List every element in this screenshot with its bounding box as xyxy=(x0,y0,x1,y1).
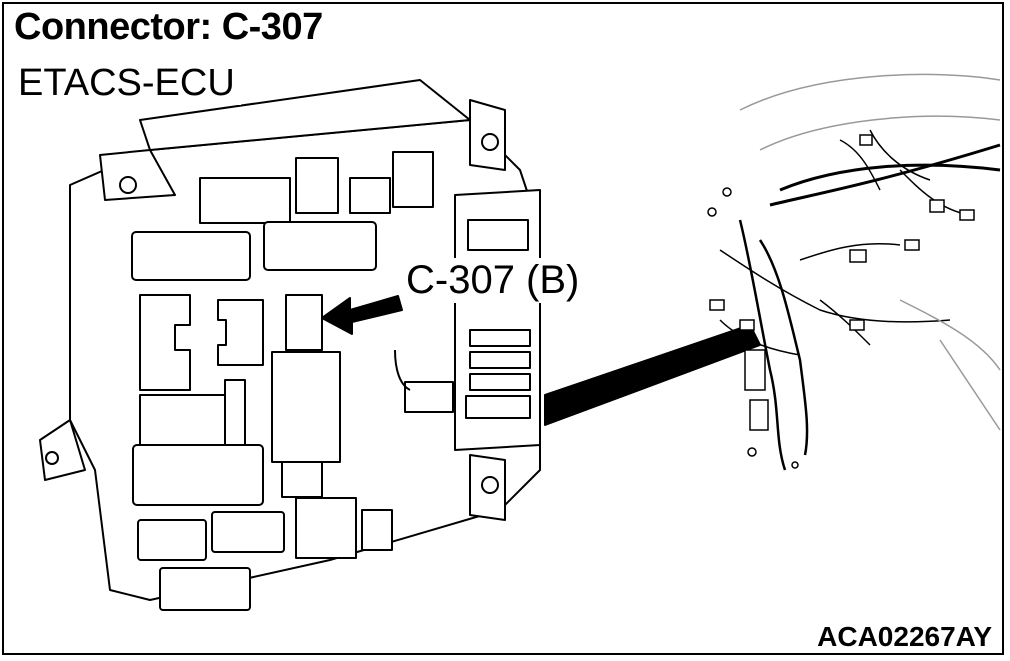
location-pointer xyxy=(544,324,761,426)
connector-callout-label: C-307 (B) xyxy=(402,258,584,303)
callout-arrow xyxy=(321,295,403,335)
component-name: ETACS-ECU xyxy=(18,62,241,105)
wiring-harness xyxy=(707,73,1001,471)
etacs-ecu-housing xyxy=(39,79,541,611)
page-title: Connector: C-307 xyxy=(14,6,323,48)
figure-code: ACA02267AY xyxy=(817,621,992,652)
